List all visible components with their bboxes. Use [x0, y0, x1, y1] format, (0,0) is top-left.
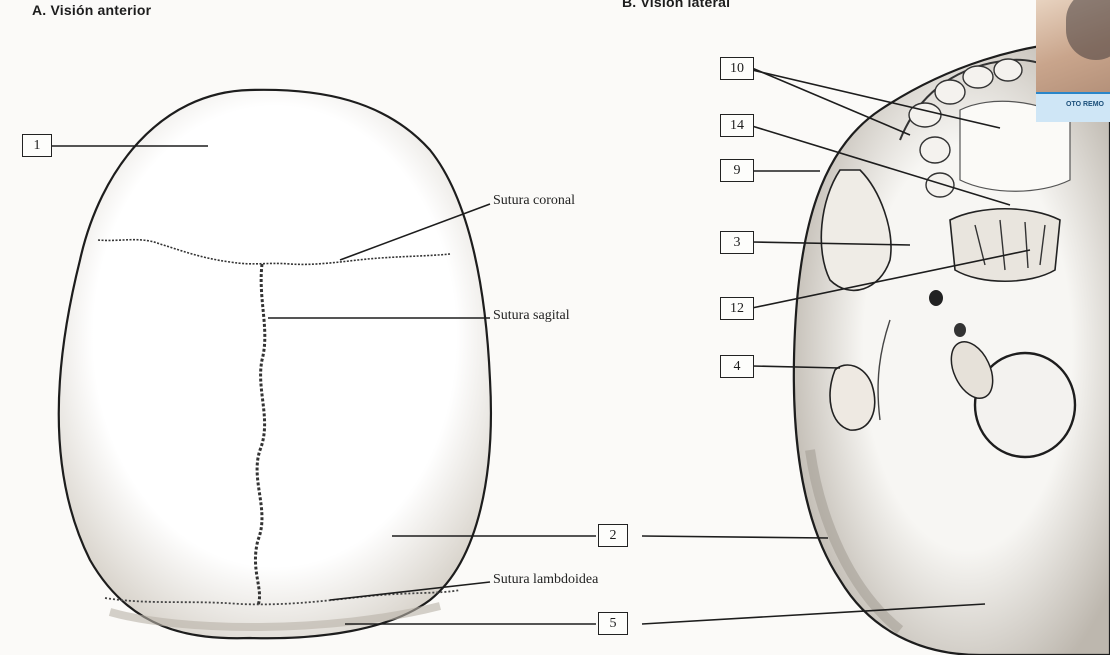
video-thumbnail: OTO REMO [1036, 0, 1110, 122]
skull-top-outline [59, 90, 491, 638]
label-box-14: 14 [720, 114, 754, 137]
thumbnail-badge: OTO REMO [1036, 92, 1110, 122]
label-box-12: 12 [720, 297, 754, 320]
sagittal-suture-label: Sutura sagital [493, 308, 570, 324]
label-box-10: 10 [720, 57, 754, 80]
coronal-suture-label: Sutura coronal [493, 193, 575, 209]
label-box-4: 4 [720, 355, 754, 378]
label-box-2: 2 [598, 524, 628, 547]
label-box-1: 1 [22, 134, 52, 157]
skull-top-view [59, 90, 491, 638]
label-box-5: 5 [598, 612, 628, 635]
label-box-3: 3 [720, 231, 754, 254]
lambdoid-suture-label: Sutura lambdoidea [493, 572, 598, 588]
label-box-9: 9 [720, 159, 754, 182]
skull-base-view [794, 40, 1110, 655]
